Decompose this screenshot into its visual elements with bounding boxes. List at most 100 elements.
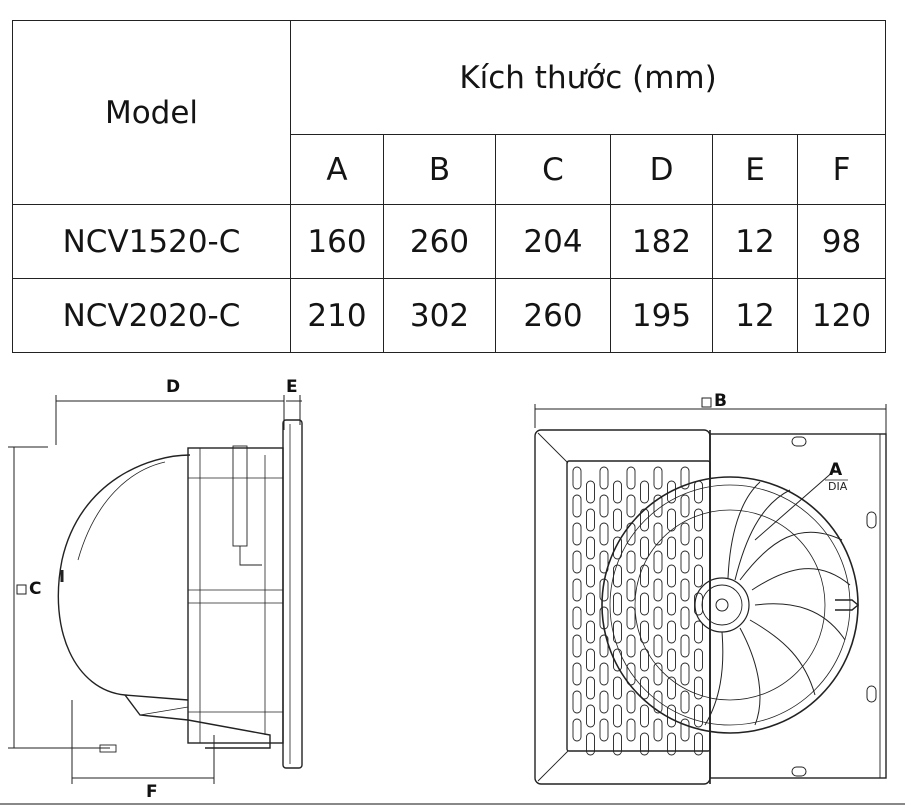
- grille-slot: [694, 592, 703, 616]
- grille-slot: [599, 662, 609, 686]
- grille-slot: [653, 522, 663, 546]
- grille-slot: [680, 494, 690, 518]
- grille-slot: [653, 494, 663, 518]
- grille-slot: [694, 620, 703, 644]
- table-row: NCV1520-C 160 260 204 182 12 98: [12, 204, 887, 279]
- grille-slot: [694, 732, 703, 756]
- grille-slot: [653, 578, 663, 602]
- grille-slot: [572, 550, 582, 574]
- grille-slot: [613, 732, 622, 756]
- grille-slot: [667, 676, 676, 700]
- dimension-label-d: D: [166, 377, 180, 397]
- grille-slot: [667, 620, 676, 644]
- table-row: NCV2020-C 210 302 260 195 12 120: [12, 278, 887, 353]
- value-cell: 260: [383, 204, 496, 279]
- grille-slot: [586, 648, 595, 672]
- grille-slot: [572, 578, 582, 602]
- bottom-divider: [0, 803, 905, 805]
- grille-slot: [626, 634, 636, 658]
- grille-slot: [586, 564, 595, 588]
- grille-slot: [653, 550, 663, 574]
- grille-slot: [640, 620, 649, 644]
- column-header-e: E: [712, 134, 798, 205]
- column-header-a: A: [290, 134, 384, 205]
- grille-slot: [572, 690, 582, 714]
- grille-slot: [599, 550, 609, 574]
- value-cell: 260: [495, 278, 611, 353]
- grille-slot: [626, 690, 636, 714]
- grille-slot: [694, 480, 703, 504]
- grille-slot: [640, 592, 649, 616]
- grille-slot: [626, 606, 636, 630]
- grille-slot: [640, 536, 649, 560]
- grille-slot: [613, 564, 622, 588]
- grille-slot: [640, 648, 649, 672]
- dimension-label-a: A: [829, 460, 843, 480]
- square-symbol-icon: [701, 397, 712, 408]
- grille-slot: [694, 536, 703, 560]
- value-cell: 120: [796, 278, 887, 353]
- grille-slot: [694, 676, 703, 700]
- dimension-label-e: E: [286, 377, 298, 397]
- grille-slot: [586, 732, 595, 756]
- grille-slot: [572, 634, 582, 658]
- grille-slot: [613, 620, 622, 644]
- grille-slot: [653, 690, 663, 714]
- grille-slot: [653, 606, 663, 630]
- grille-slot: [653, 634, 663, 658]
- value-cell: 210: [290, 278, 384, 353]
- value-cell: 204: [495, 204, 611, 279]
- grille-slot: [599, 522, 609, 546]
- grille-slot: [640, 508, 649, 532]
- grille-slot: [653, 718, 663, 742]
- grille-slot: [640, 676, 649, 700]
- grille-slot: [599, 494, 609, 518]
- model-cell: NCV2020-C: [12, 278, 291, 353]
- grille-slot: [667, 480, 676, 504]
- grille-slot: [667, 508, 676, 532]
- column-header-c: C: [495, 134, 611, 205]
- model-header: Model: [12, 20, 291, 205]
- dimension-table: Model Kích thước (mm) A B C D E F NCV152…: [12, 20, 887, 353]
- dimension-label-c: C: [29, 579, 41, 599]
- dimension-label-f: F: [146, 782, 158, 802]
- grille-slot: [613, 508, 622, 532]
- side-view-drawing: [8, 395, 303, 784]
- grille-slot: [613, 676, 622, 700]
- grille-slot: [640, 564, 649, 588]
- grille-slot: [640, 480, 649, 504]
- value-cell: 12: [712, 204, 798, 279]
- grille-slot: [680, 690, 690, 714]
- diameter-label: DIA: [828, 480, 848, 493]
- value-cell: 302: [383, 278, 496, 353]
- grille-slot: [667, 592, 676, 616]
- grille-slot: [599, 578, 609, 602]
- technical-drawings: D E C F B A DIA: [0, 360, 905, 808]
- grille-slot: [626, 466, 636, 490]
- grille-slot: [680, 550, 690, 574]
- grille-slot: [613, 592, 622, 616]
- grille-slot: [653, 662, 663, 686]
- grille-slot: [680, 466, 690, 490]
- grille-slot: [626, 718, 636, 742]
- grille-slot: [667, 536, 676, 560]
- value-cell: 182: [610, 204, 713, 279]
- grille-slot: [613, 704, 622, 728]
- grille-slot: [599, 718, 609, 742]
- front-view-drawing: [534, 404, 887, 785]
- dimensions-header: Kích thước (mm): [289, 20, 887, 135]
- grille-slot: [586, 480, 595, 504]
- value-cell: 160: [290, 204, 384, 279]
- grille-slot: [640, 704, 649, 728]
- dimension-label-b: B: [714, 391, 727, 411]
- grille-slot: [626, 494, 636, 518]
- square-symbol-icon: [16, 584, 27, 595]
- grille-slot: [694, 564, 703, 588]
- grille-slot: [572, 522, 582, 546]
- value-cell: 12: [712, 278, 798, 353]
- grille-slot: [586, 704, 595, 728]
- grille-slot: [586, 676, 595, 700]
- grille-slot: [599, 606, 609, 630]
- grille-slot: [680, 634, 690, 658]
- column-header-d: D: [610, 134, 713, 205]
